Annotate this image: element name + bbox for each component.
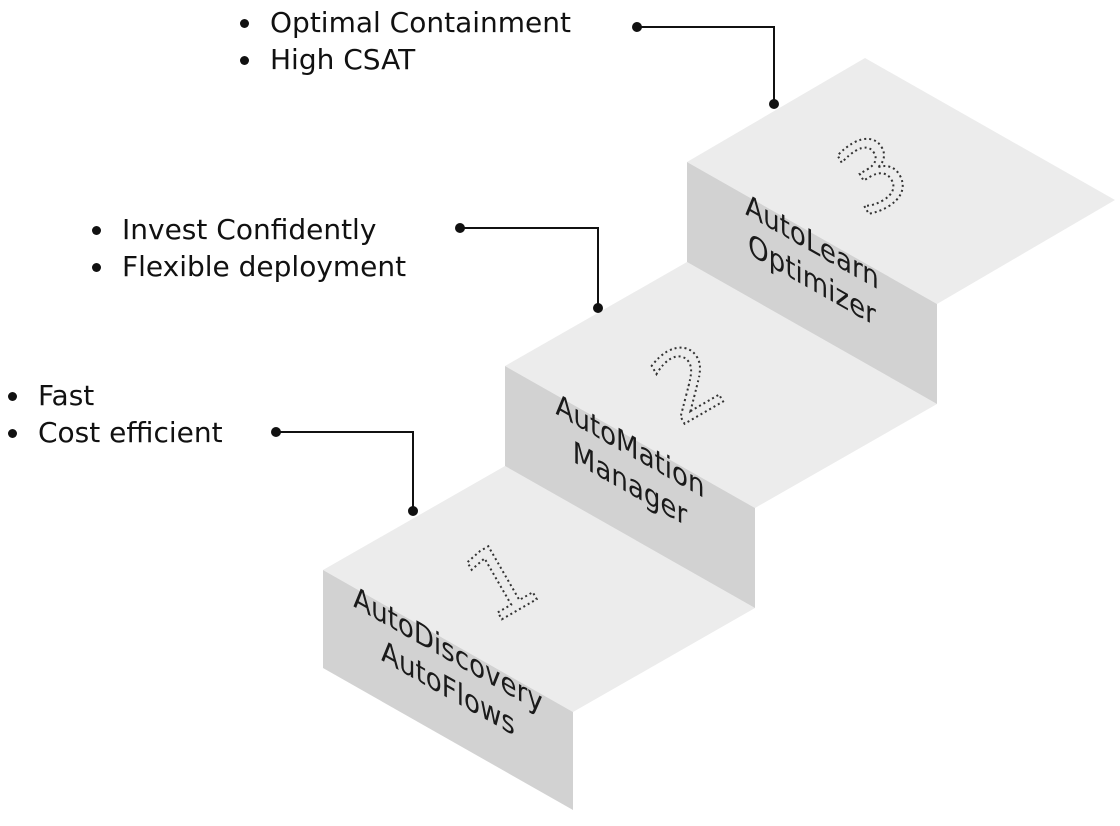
connector-1-end-dot	[408, 506, 418, 516]
step-3-bullet-1: Optimal Containment	[236, 4, 571, 41]
step-1-bullet-1: Fast	[4, 377, 223, 414]
step-1-tread	[323, 466, 755, 712]
step-2-riser	[505, 366, 755, 608]
step-3-tread	[687, 58, 1115, 304]
step-1-bullets: Fast Cost efficient	[4, 377, 223, 451]
connector-2-end-dot	[593, 303, 603, 313]
connector-3-line	[637, 26, 775, 104]
step-1-bullet-2: Cost efficient	[4, 414, 223, 451]
connector-3	[632, 22, 779, 109]
connector-1	[271, 427, 418, 516]
step-2-tread	[505, 262, 937, 508]
connector-2	[455, 223, 603, 313]
step-2-bullet-2: Flexible deployment	[88, 248, 406, 285]
step-3-bullet-2: High CSAT	[236, 41, 571, 78]
connector-2-line	[460, 227, 599, 308]
step-3-bullets: Optimal Containment High CSAT	[236, 4, 571, 78]
step-1-riser	[323, 570, 573, 810]
step-2-bullets: Invest Confidently Flexible deployment	[88, 211, 406, 285]
connector-3-end-dot	[769, 99, 779, 109]
step-3-riser	[687, 162, 937, 404]
step-2-bullet-1: Invest Confidently	[88, 211, 406, 248]
connector-1-line	[276, 431, 414, 511]
